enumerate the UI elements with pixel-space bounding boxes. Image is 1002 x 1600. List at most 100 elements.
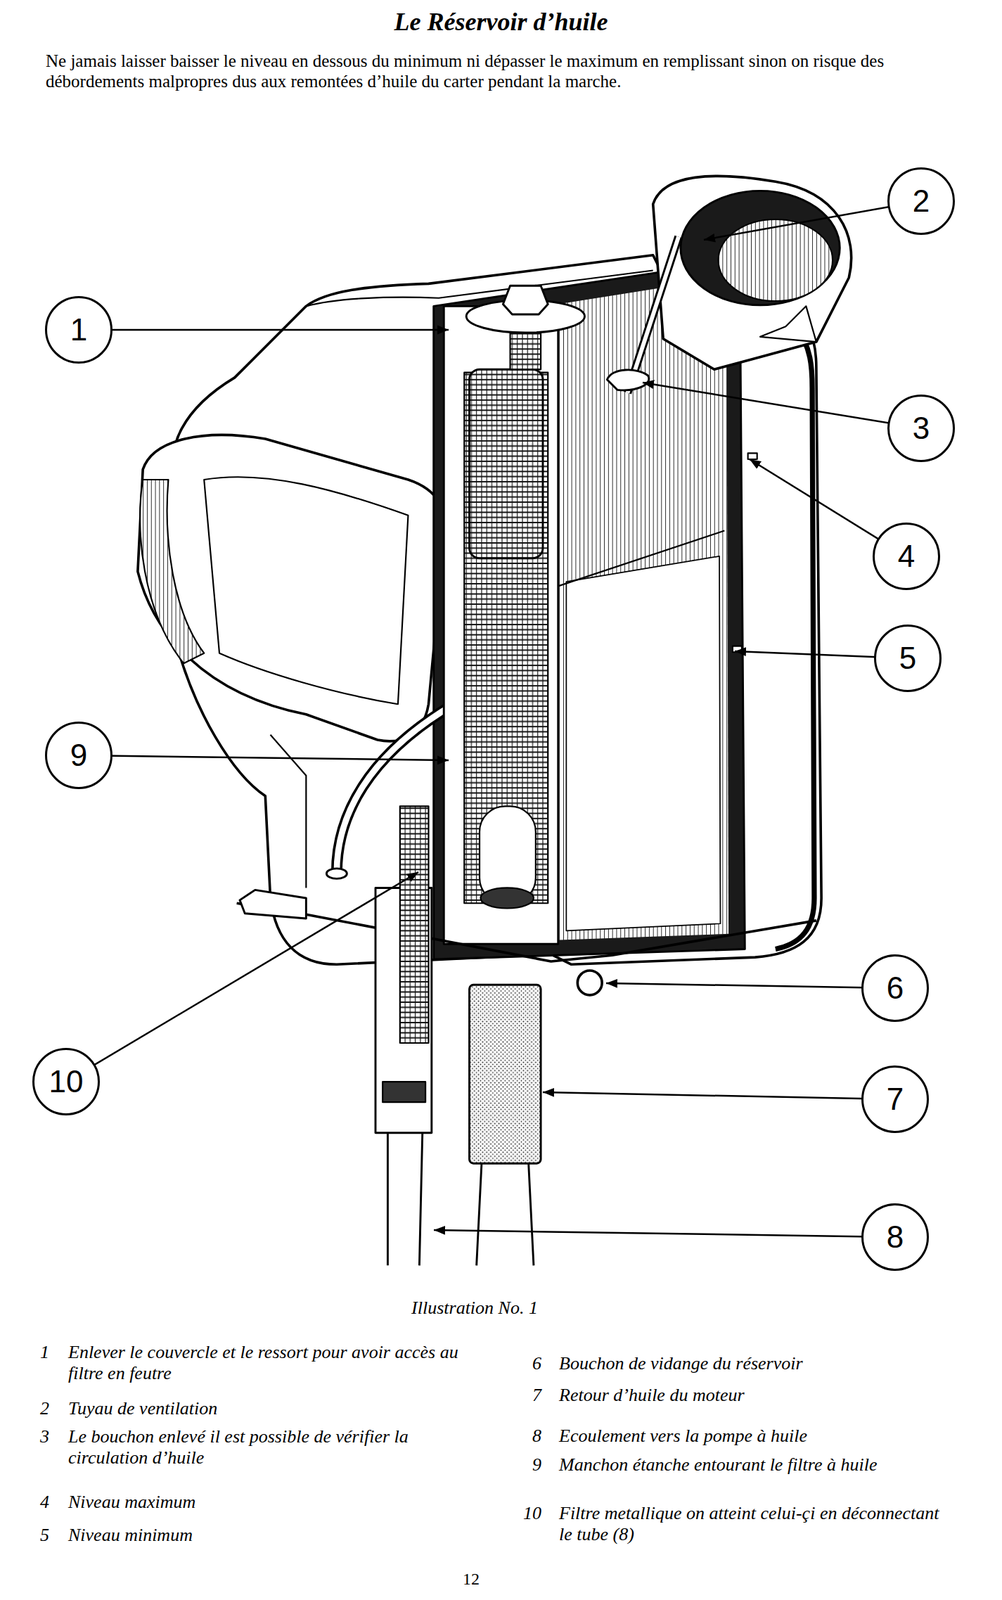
cutaway-frame bbox=[433, 260, 746, 960]
key-text-text: Enlever le couvercle et le ressort pour … bbox=[68, 1341, 459, 1384]
key-text-text: Niveau maximum bbox=[68, 1491, 196, 1512]
key-number: 10 bbox=[502, 1502, 542, 1524]
page-number: 12 bbox=[400, 1569, 542, 1589]
key-text-text: Bouchon de vidange du réservoir bbox=[559, 1352, 804, 1374]
key-number: 8 bbox=[502, 1425, 542, 1447]
callout-circle: 1 bbox=[45, 296, 113, 364]
key-number-text: 8 bbox=[532, 1425, 542, 1446]
key-number: 1 bbox=[14, 1341, 50, 1363]
key-text-text: Ecoulement vers la pompe à huile bbox=[559, 1425, 808, 1446]
mounting-bracket bbox=[239, 889, 306, 919]
callout-number: 8 bbox=[886, 1221, 904, 1253]
leader-line bbox=[642, 382, 922, 429]
inner-tube-bore bbox=[336, 703, 455, 872]
key-number-text: 3 bbox=[40, 1426, 50, 1447]
return-pipe bbox=[469, 984, 542, 1164]
inner-tube bbox=[336, 703, 455, 872]
drain-plug bbox=[577, 970, 602, 995]
pump-line bbox=[387, 1132, 422, 1266]
bulge-face bbox=[203, 476, 408, 704]
key-number: 9 bbox=[502, 1454, 542, 1476]
callout-number: 5 bbox=[899, 642, 917, 674]
tube-ring bbox=[326, 868, 347, 879]
key-text: Le bouchon enlevé il est possible de vér… bbox=[68, 1426, 462, 1469]
oil-tank-drawing bbox=[137, 175, 852, 1265]
pipe-joint bbox=[382, 1081, 426, 1102]
callout-number: 3 bbox=[912, 412, 930, 444]
key-text: Manchon étanche entourant le filtre à hu… bbox=[559, 1454, 953, 1476]
filler-neck bbox=[653, 175, 852, 370]
filter-base bbox=[480, 887, 533, 908]
key-text-text: Retour d’huile du moteur bbox=[559, 1384, 745, 1405]
leader-line bbox=[78, 329, 449, 332]
cover-nut bbox=[502, 285, 548, 315]
key-text-text: Tuyau de ventilation bbox=[68, 1397, 218, 1419]
caption: Illustration No. 1 bbox=[298, 1297, 651, 1319]
callout-circle: 2 bbox=[887, 167, 955, 235]
title: Le Réservoir d’huile bbox=[0, 7, 1002, 37]
filter-sleeve bbox=[443, 305, 559, 944]
key-text: Retour d’huile du moteur bbox=[559, 1384, 953, 1406]
callout-number: 6 bbox=[886, 972, 904, 1004]
tank-front-bulge bbox=[137, 435, 446, 742]
key-text: Ecoulement vers la pompe à huile bbox=[559, 1425, 953, 1447]
callout-circle: 4 bbox=[872, 522, 941, 590]
key-text-text: Filtre metallique on atteint celui-çi en… bbox=[559, 1502, 940, 1545]
callout-circle: 9 bbox=[45, 721, 113, 789]
key-number-text: 2 bbox=[40, 1397, 50, 1419]
key-number-text: 9 bbox=[532, 1454, 542, 1475]
leader-line bbox=[78, 755, 449, 761]
key-text: Niveau minimum bbox=[68, 1524, 462, 1546]
key-number: 7 bbox=[502, 1384, 542, 1406]
callout-circle: 3 bbox=[887, 394, 955, 462]
check-plug bbox=[606, 369, 649, 391]
key-text-text: Manchon étanche entourant le filtre à hu… bbox=[559, 1454, 878, 1475]
key-text-text: Niveau minimum bbox=[68, 1524, 193, 1545]
key-number: 4 bbox=[14, 1491, 50, 1513]
leader-line bbox=[66, 871, 419, 1082]
key-number-text: 6 bbox=[532, 1352, 542, 1374]
callout-circle: 6 bbox=[861, 954, 929, 1022]
tank-bottom-flange bbox=[236, 902, 817, 962]
key-number: 6 bbox=[502, 1352, 542, 1374]
filler-inside bbox=[718, 219, 834, 301]
bulge-shading bbox=[139, 479, 204, 664]
caption-text: Illustration No. 1 bbox=[411, 1297, 538, 1318]
key-number: 2 bbox=[14, 1397, 50, 1419]
key-text: Filtre metallique on atteint celui-çi en… bbox=[559, 1502, 953, 1545]
interior-wall bbox=[566, 556, 721, 931]
callout-circle: 5 bbox=[874, 624, 942, 692]
filler-clip bbox=[760, 305, 817, 342]
key-text: Bouchon de vidange du réservoir bbox=[559, 1352, 953, 1374]
key-number-text: 4 bbox=[40, 1491, 50, 1512]
key-number: 5 bbox=[14, 1524, 50, 1546]
metal-filter bbox=[400, 805, 429, 1043]
leader-line bbox=[606, 983, 896, 988]
tank-right-shading bbox=[775, 326, 815, 949]
callout-circle: 10 bbox=[32, 1047, 100, 1116]
max-level-mark bbox=[748, 452, 758, 460]
callout-number: 10 bbox=[49, 1065, 84, 1097]
key-number-text: 5 bbox=[40, 1524, 50, 1545]
key-text: Tuyau de ventilation bbox=[68, 1397, 462, 1419]
key-number-text: 7 bbox=[532, 1384, 542, 1405]
callout-number: 1 bbox=[70, 314, 88, 346]
title-text: Le Réservoir d’huile bbox=[394, 7, 609, 36]
key-text: Niveau maximum bbox=[68, 1491, 462, 1513]
key-number-text: 10 bbox=[523, 1502, 542, 1524]
callout-number: 2 bbox=[912, 185, 930, 217]
key-text: Enlever le couvercle et le ressort pour … bbox=[68, 1341, 462, 1384]
cutaway-interior bbox=[448, 277, 729, 945]
intro-note-text: Ne jamais laisser baisser le niveau en d… bbox=[45, 51, 884, 91]
page-number-text: 12 bbox=[462, 1569, 480, 1588]
key-number-text: 1 bbox=[40, 1341, 50, 1363]
intro-note: Ne jamais laisser baisser le niveau en d… bbox=[45, 50, 967, 92]
key-text-text: Le bouchon enlevé il est possible de vér… bbox=[68, 1426, 409, 1468]
leader-line bbox=[542, 1092, 896, 1100]
callout-circle: 7 bbox=[861, 1065, 929, 1133]
callout-circle: 8 bbox=[861, 1203, 929, 1271]
key-number: 3 bbox=[14, 1426, 50, 1448]
filler-opening bbox=[680, 190, 840, 306]
callout-number: 9 bbox=[70, 739, 88, 771]
